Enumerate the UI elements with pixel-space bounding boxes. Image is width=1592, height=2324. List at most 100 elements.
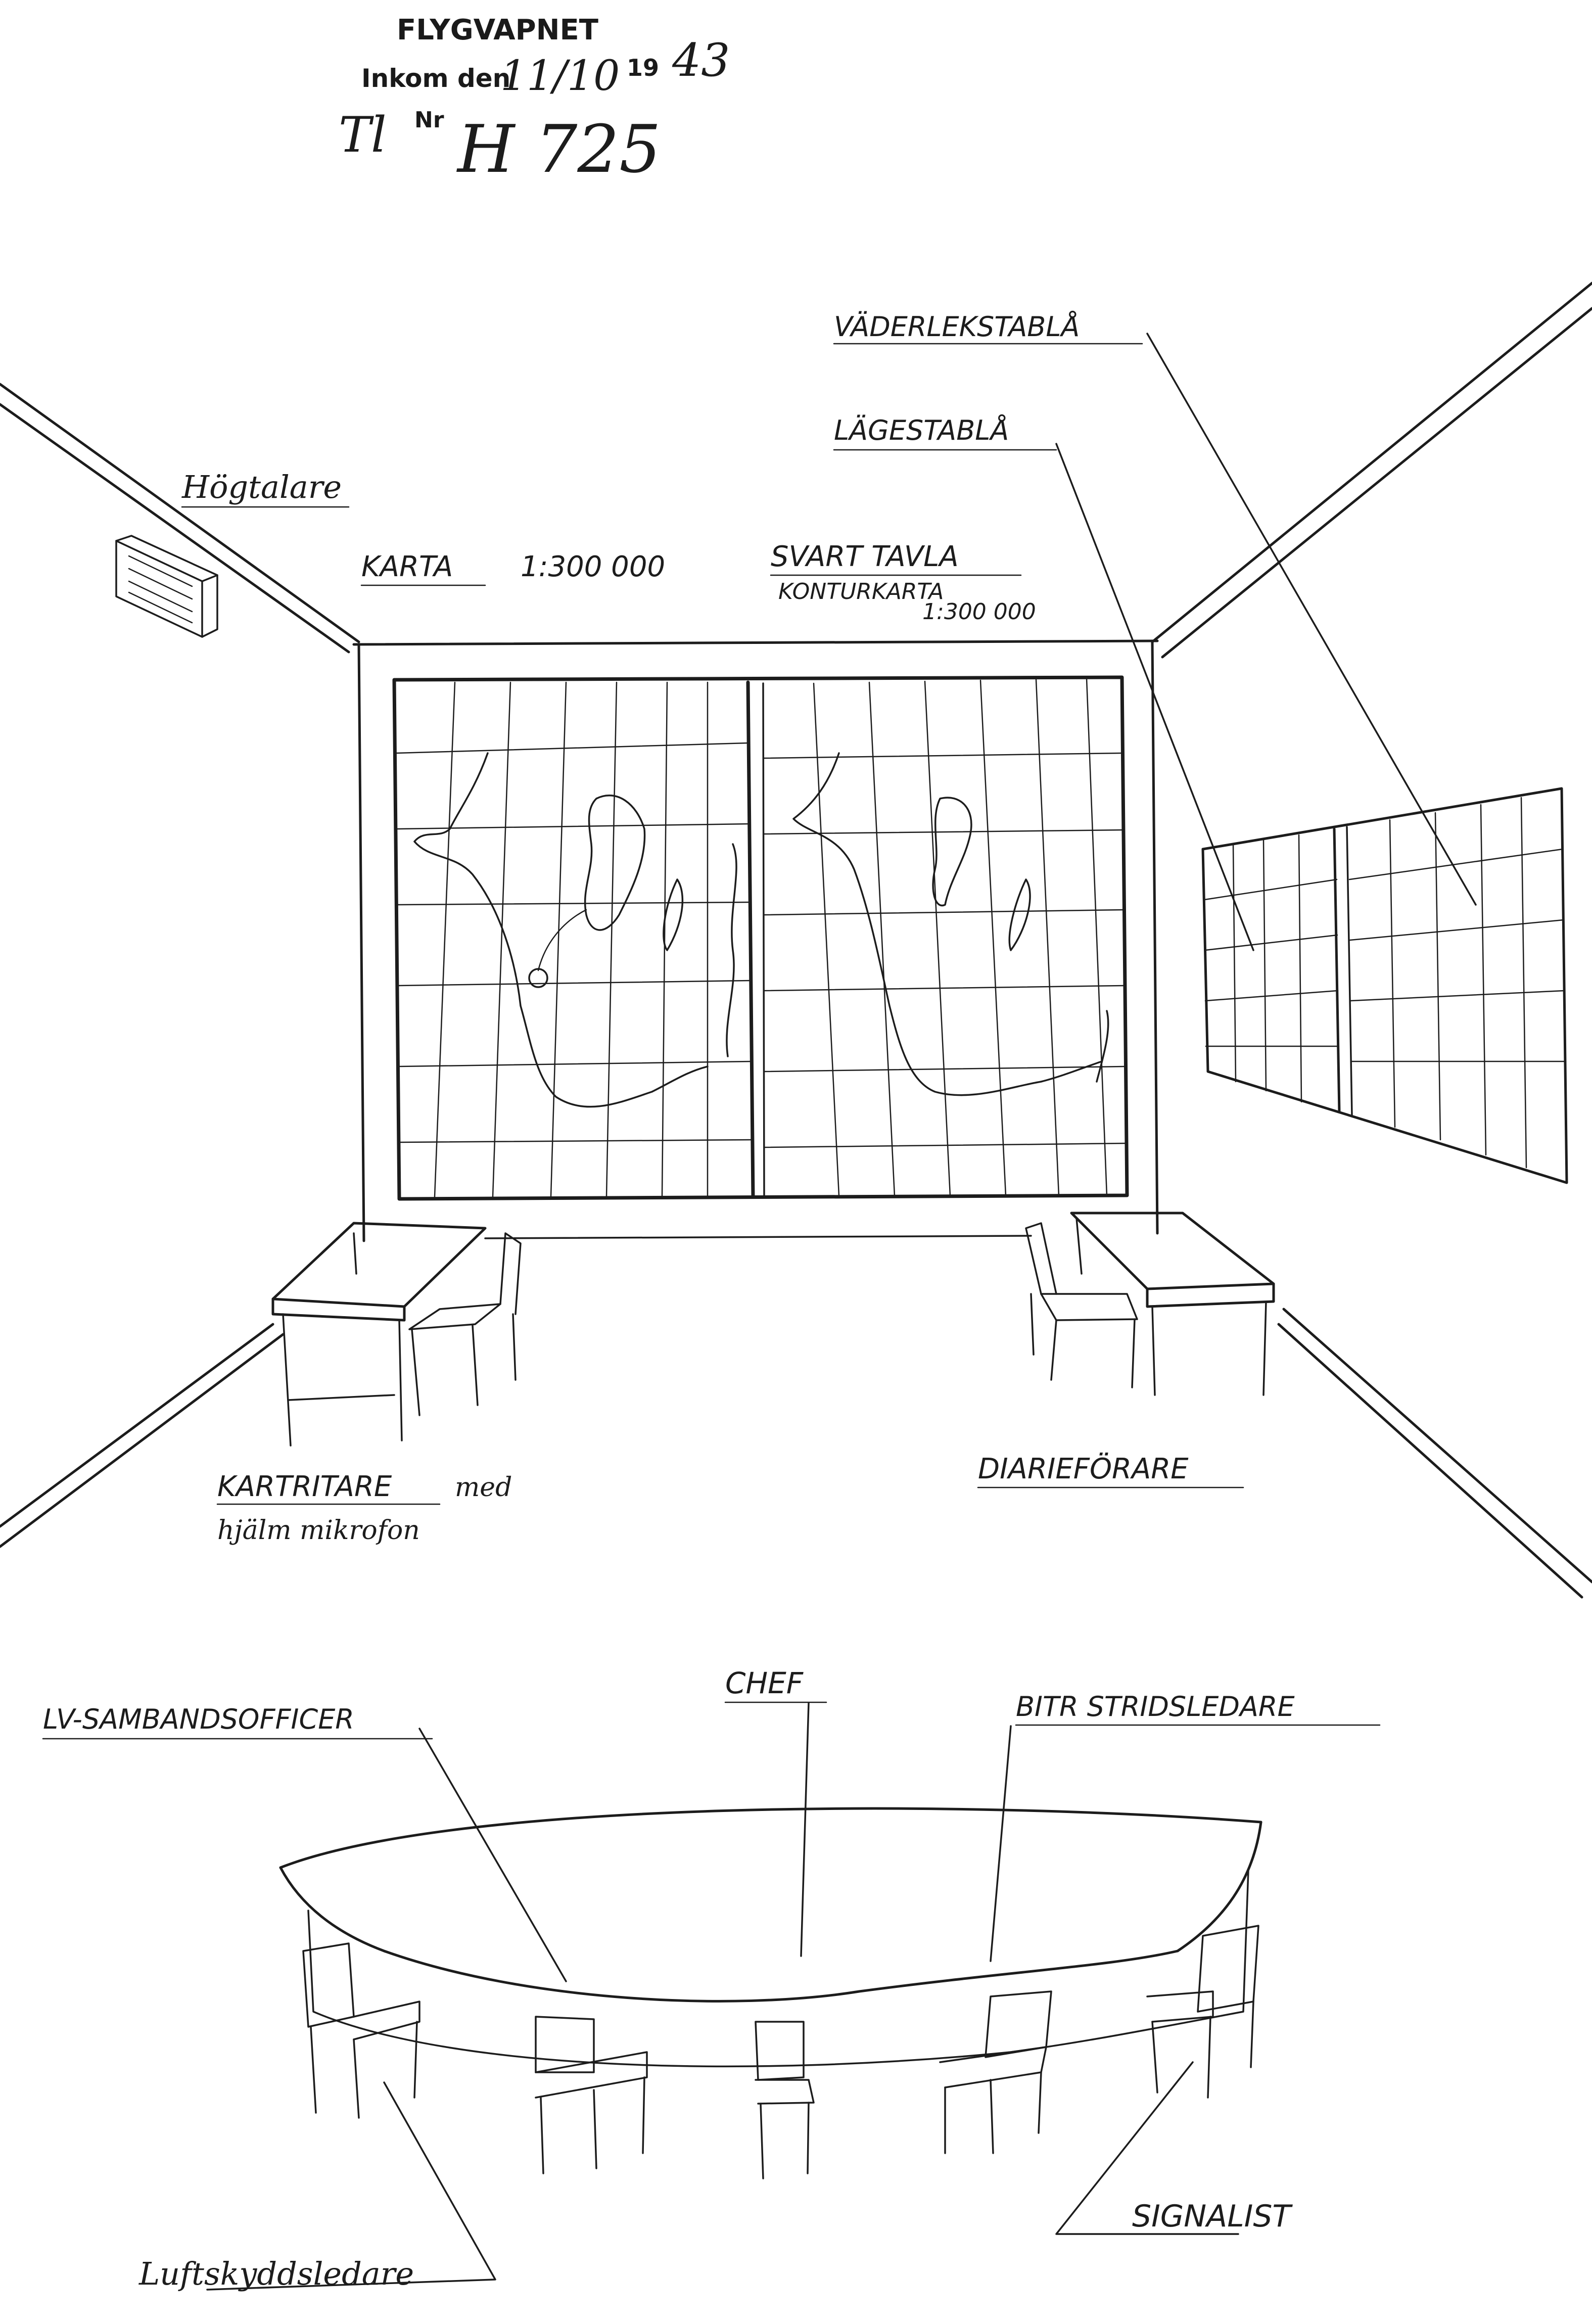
left-chair-seat [408,1303,501,1330]
leader-deputy [990,1725,1012,1962]
stamp-number-label: Nr [414,107,444,133]
stamp-org: FLYGVAPNET [397,14,598,47]
left-chair-back [499,1232,522,1315]
label-weather-board: VÄDERLEKSTABLÅ [834,310,1080,343]
console-chair-4-seat [939,2046,1047,2088]
back-floor-line [484,1235,1032,1239]
console-chair-5-back [1197,1925,1259,2013]
label-signaller: SIGNALIST [1132,2199,1293,2234]
console-chair-2-legs [540,2076,645,2174]
label-loudspeaker: Högtalare [181,469,342,505]
label-diary-keeper: DIARIEFÖRARE [978,1453,1189,1485]
left-desk-legs [282,1232,403,1447]
label-headset-microphone: hjälm mikrofon [217,1515,420,1546]
left-floor-edge [0,1333,285,1548]
left-desk-top [271,1222,487,1308]
left-desk-group [271,1222,522,1447]
stamp-year-prefix: 19 [627,54,659,81]
console-chair-3-back [755,2021,805,2081]
leader-air-defence [206,2081,496,2291]
right-chair-seat [1040,1293,1138,1321]
console-chair-2 [535,2016,648,2174]
console-chair-1-seat [353,2001,420,2040]
weather-board-grid [1348,797,1567,1169]
console-chair-2-seat [535,2051,648,2099]
leader-av-liaison [418,1728,567,1982]
loudspeaker-box [115,535,218,638]
right-ceiling-edge [1151,282,1592,643]
left-chair-legs [411,1313,517,1416]
label-contour-map: KONTURKARTA [778,579,944,605]
label-map: KARTA [361,550,453,583]
stamp-number-prefix: Tl [339,107,387,163]
label-map-drawer: KARTRITARE [217,1470,392,1503]
label-blackboard: SVART TAVLA [771,540,959,573]
console-chair-5 [1146,1925,1259,2099]
back-wall-top [352,639,1159,646]
right-floor-edge [1277,1323,1583,1599]
left-desk-rail [287,1394,395,1401]
left-map-coastline [413,752,709,1108]
back-wall-left-corner [357,643,365,1242]
console-chair-5-legs [1151,2001,1254,2099]
labels: VÄDERLEKSTABLÅ LÄGESTABLÅ Högtalare KART… [42,310,1381,2292]
left-map-route [537,909,587,971]
back-wall-right-corner [1151,639,1159,1235]
console-chair-5-seat [1146,1990,1214,2023]
console-chair-4-legs [944,2071,1042,2154]
right-desk-top [1070,1212,1275,1290]
room-walls [0,282,1592,1599]
label-air-defence-director: Luftskyddsledare [138,2255,414,2292]
label-map-drawer-with: med [455,1472,512,1503]
label-deputy-battle-director: BITR STRIDSLEDARE [1016,1691,1295,1723]
loudspeaker-front [115,540,203,638]
map-board-divider [746,680,755,1199]
situation-board-grid [1203,834,1339,1103]
right-chair-legs [1030,1293,1136,1388]
map-board-frame [392,675,1129,1201]
console-chair-3-seat [755,2079,815,2105]
loudspeaker-top [115,535,218,582]
leader-weather-board [1146,333,1477,906]
console-inner-edge [279,1866,1179,2003]
right-desk-front [1146,1282,1275,1308]
left-ceiling-edge [0,383,360,643]
loudspeaker-grille [128,555,193,624]
right-floor-edge-inner [1282,1308,1592,1584]
console-back-edge [279,1807,1262,1869]
console-chair-3 [755,2021,815,2179]
console-chair-1-legs [310,2021,418,2119]
map-board [392,675,1129,1201]
console-chair-1 [302,1942,420,2119]
received-stamp: FLYGVAPNET Inkom den 11/10 19 43 Tl Nr H… [339,14,730,188]
left-floor-edge-inner [0,1323,274,1528]
wall-boards-frame [1201,787,1568,1184]
stamp-received-label: Inkom den [361,64,510,93]
right-chair-back [1025,1222,1057,1295]
wall-boards-divider [1333,827,1341,1113]
leader-signaller [1055,2061,1239,2235]
map-board-divider-inner [762,682,765,1197]
right-map-oland [1096,1010,1109,1083]
console-chair-3-legs [760,2102,810,2179]
label-av-liaison-officer: LV-SAMBANDSOFFICER [43,1703,354,1735]
stamp-year-suffix: 43 [672,34,730,87]
label-chief: CHEF [725,1666,804,1700]
stamp-received-date: 11/10 [500,52,620,100]
right-desk-legs [1075,1217,1267,1396]
console-right-end [1176,1821,1262,1953]
console-front-panel [307,1869,1249,2068]
left-map-island [584,795,646,931]
command-console [279,1807,1262,2179]
left-desk-front [271,1297,406,1322]
wall-boards-divider-inner [1346,826,1353,1116]
leader-lines [206,333,1477,2291]
stamp-number-value: H 725 [456,111,661,188]
right-map-gotland [1008,878,1031,951]
right-map-grid [763,677,1127,1197]
label-map-scale: 1:300 000 [521,550,665,583]
left-map-grid [396,681,754,1198]
label-situation-board: LÄGESTABLÅ [834,414,1009,446]
